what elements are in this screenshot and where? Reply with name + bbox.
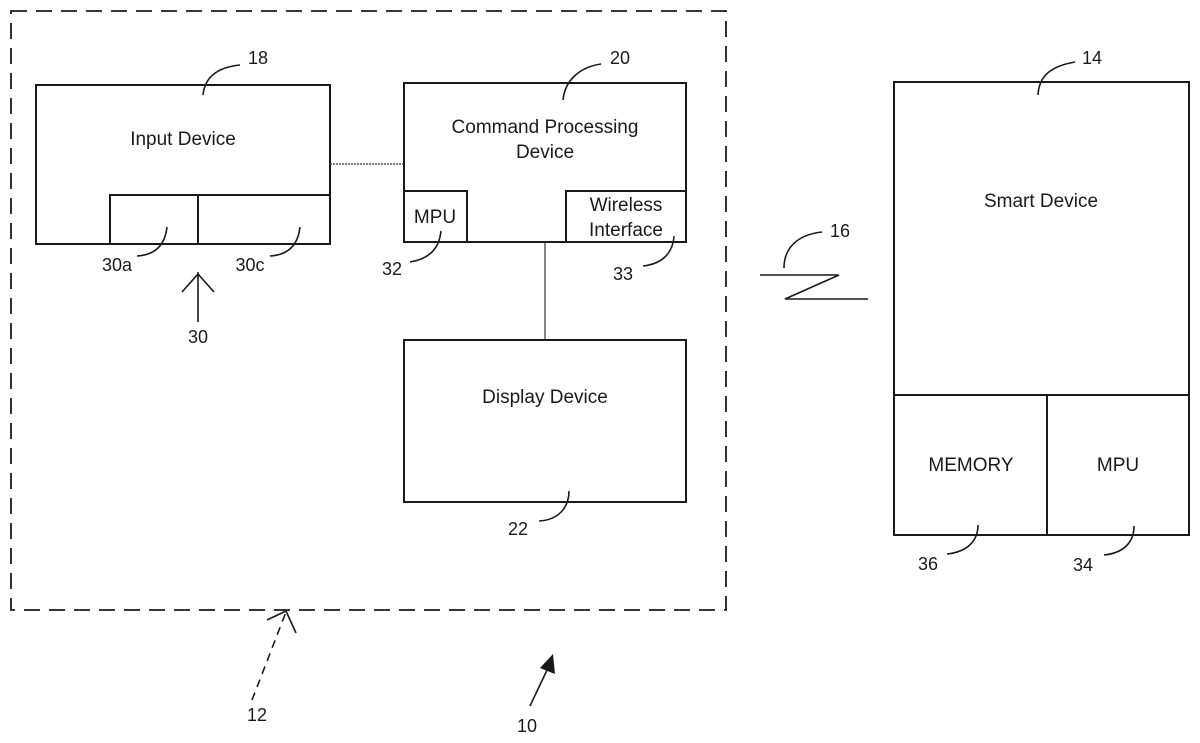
arrow-10-shaft (530, 668, 548, 706)
mpu-34-label: MPU (1097, 455, 1139, 476)
system-ref-10: 10 (517, 654, 555, 736)
ref-14: 14 (1082, 48, 1102, 68)
boundary-ref-12: 12 (247, 611, 296, 725)
command-processing-block: Command Processing Device MPU Wireless I… (382, 48, 686, 284)
leader-16 (784, 232, 822, 268)
ref-32: 32 (382, 259, 402, 279)
ref-30a: 30a (102, 255, 133, 275)
wireless-link-symbol (760, 275, 868, 299)
arrow-12-shaft (252, 612, 286, 700)
smart-device-label: Smart Device (984, 191, 1098, 212)
wireless-interface-label-2: Interface (589, 220, 663, 241)
ref-16: 16 (830, 221, 850, 241)
input-device-label: Input Device (130, 129, 236, 150)
ref-10: 10 (517, 716, 537, 736)
input-sub-30c (198, 195, 330, 244)
input-sub-30a (110, 195, 198, 244)
ref-33: 33 (613, 264, 633, 284)
ref-18: 18 (248, 48, 268, 68)
memory-label: MEMORY (928, 455, 1013, 476)
arrow-12-head (267, 611, 296, 633)
ref-34: 34 (1073, 555, 1093, 575)
ref-30c: 30c (235, 255, 264, 275)
display-device-block: Display Device 22 (404, 340, 686, 539)
smart-device-block: Smart Device MEMORY MPU 14 36 34 (894, 48, 1189, 575)
ref-30: 30 (188, 327, 208, 347)
ref-22: 22 (508, 519, 528, 539)
ref-20: 20 (610, 48, 630, 68)
command-processing-label-1: Command Processing (452, 117, 639, 138)
command-processing-label-2: Device (516, 142, 574, 163)
ref-36: 36 (918, 554, 938, 574)
ref-12: 12 (247, 705, 267, 725)
display-device-box (404, 340, 686, 502)
wireless-interface-label-1: Wireless (590, 195, 663, 216)
wireless-link: 16 (760, 221, 868, 299)
input-device-block: Input Device 18 30a 30c 30 (36, 48, 330, 347)
display-device-label: Display Device (482, 387, 608, 408)
arrow-10-head (540, 654, 555, 674)
mpu-32-label: MPU (414, 207, 456, 228)
